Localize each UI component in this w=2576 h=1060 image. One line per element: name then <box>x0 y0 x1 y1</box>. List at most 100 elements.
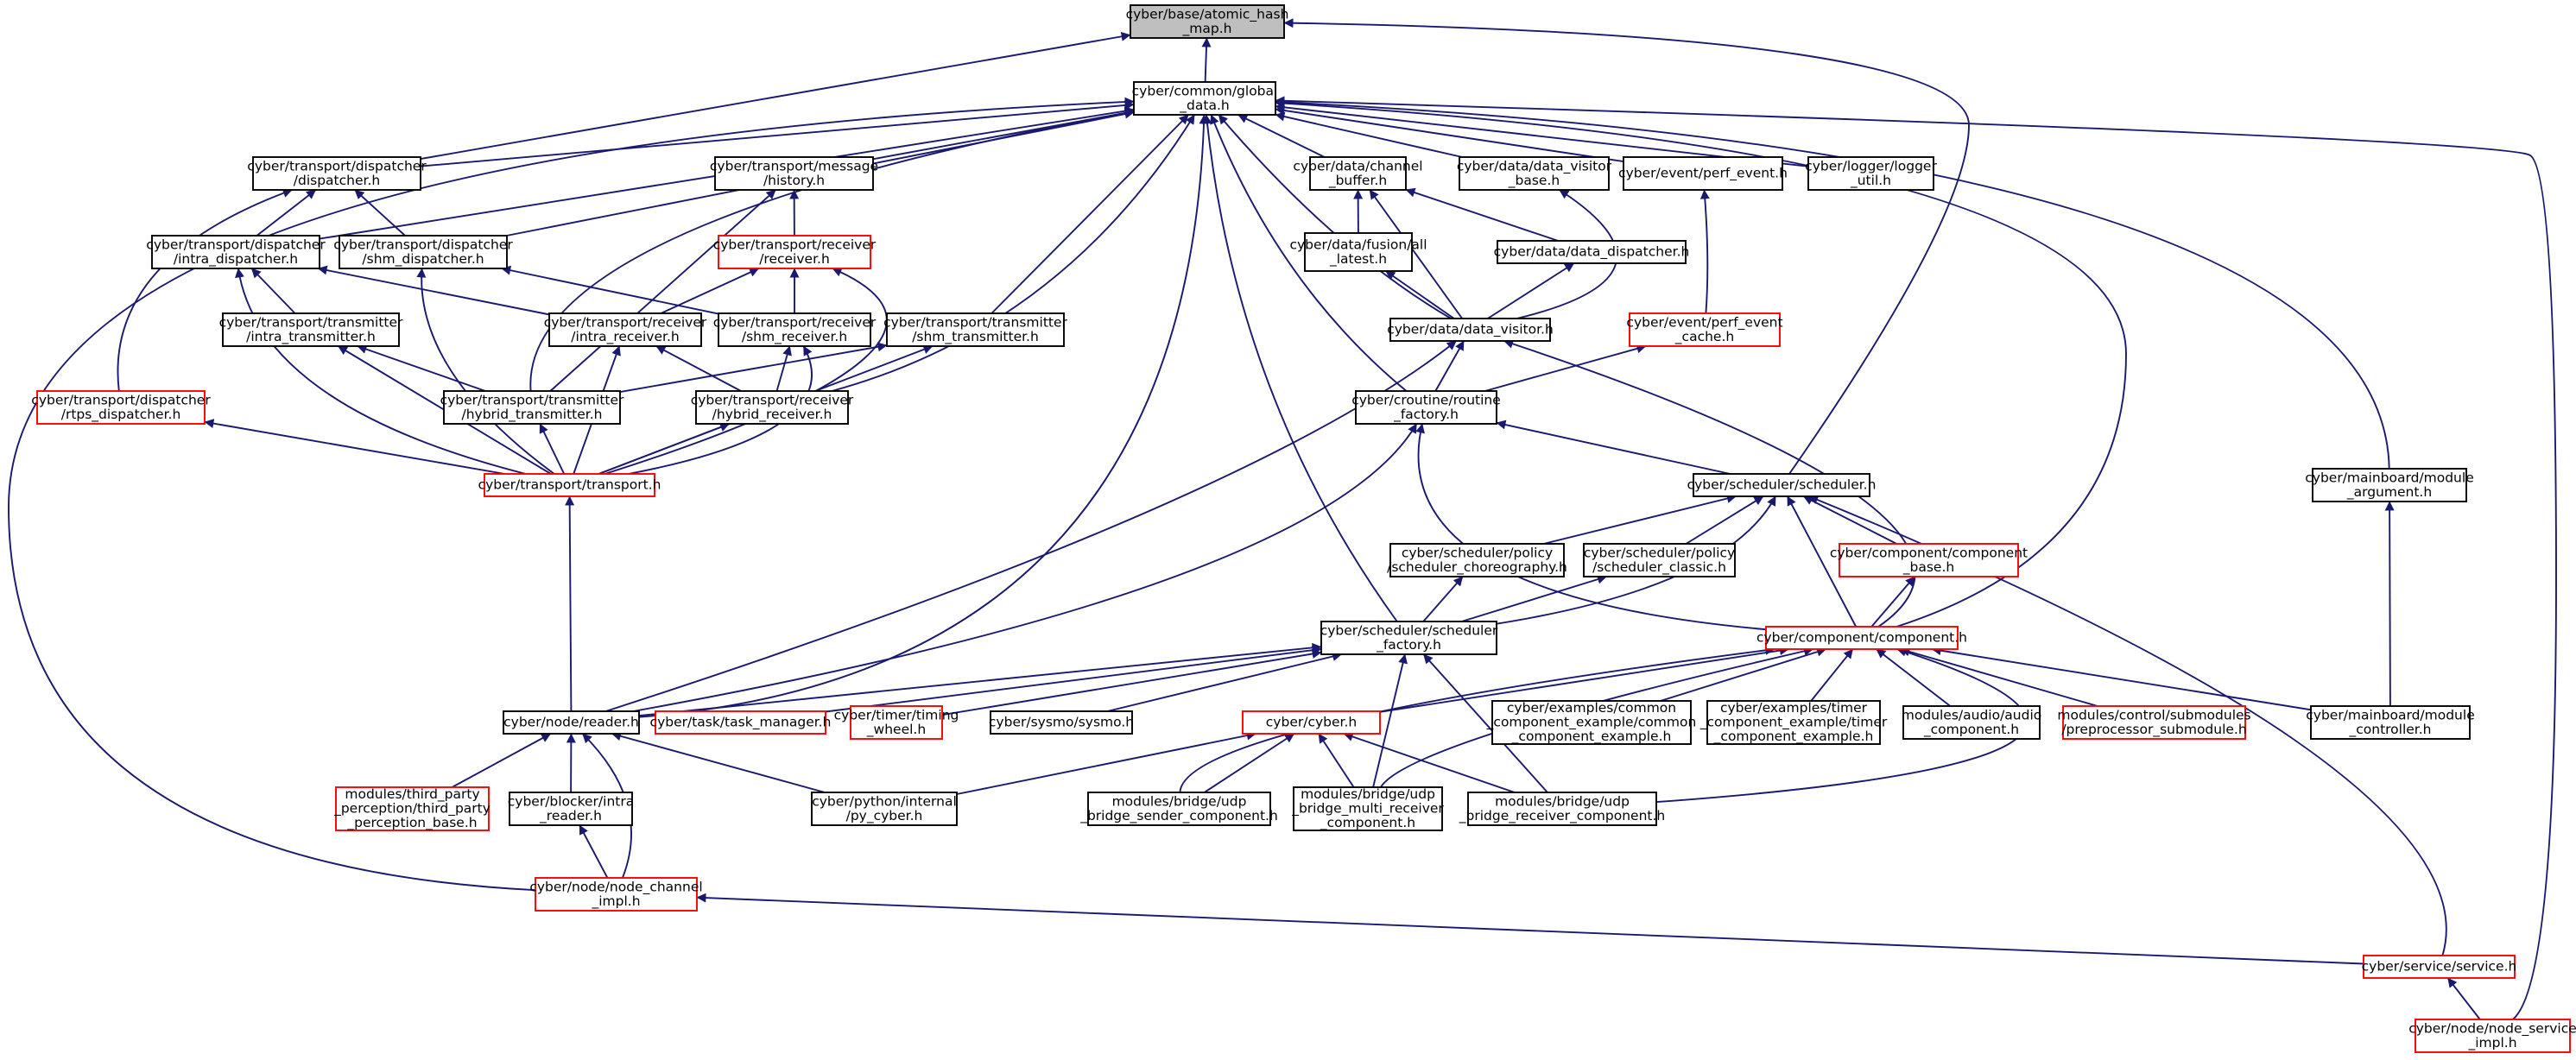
node-udp-bridge-receiver[interactable]: modules/bridge/udp_bridge_receiver_compo… <box>1459 792 1665 826</box>
node-shm-dispatcher[interactable]: cyber/transport/dispatcher/shm_dispatche… <box>333 235 513 269</box>
node-box[interactable] <box>1459 156 1610 191</box>
node-box[interactable] <box>151 235 320 269</box>
node-box[interactable] <box>850 705 943 740</box>
node-task-manager[interactable]: cyber/task/task_manager.h <box>650 710 832 735</box>
node-timer-component-example[interactable]: cyber/examples/timer_component_example/t… <box>1699 700 1888 745</box>
node-reader[interactable]: cyber/node/reader.h <box>503 710 640 735</box>
node-box[interactable] <box>509 792 633 826</box>
node-node-channel-impl[interactable]: cyber/node/node_channel_impl.h <box>529 877 703 912</box>
node-box[interactable] <box>1087 792 1271 826</box>
node-box[interactable] <box>1355 390 1497 425</box>
node-hybrid-transmitter[interactable]: cyber/transport/transmitter/hybrid_trans… <box>440 390 624 425</box>
node-py-cyber[interactable]: cyber/python/internal/py_cyber.h <box>811 792 958 826</box>
node-perf-event-cache[interactable]: cyber/event/perf_event_cache.h <box>1626 312 1783 347</box>
node-module-argument[interactable]: cyber/mainboard/module_argument.h <box>2305 468 2474 502</box>
node-box[interactable] <box>335 786 490 831</box>
node-scheduler[interactable]: cyber/scheduler/scheduler.h <box>1687 473 1877 497</box>
node-transport[interactable]: cyber/transport/transport.h <box>478 473 661 497</box>
node-box[interactable] <box>2062 705 2246 740</box>
node-shm-receiver[interactable]: cyber/transport/receiver/shm_receiver.h <box>713 312 877 347</box>
node-box[interactable] <box>1629 312 1781 347</box>
node-box[interactable] <box>2363 955 2516 979</box>
node-data-visitor-base[interactable]: cyber/data/data_visitor_base.h <box>1457 156 1612 191</box>
node-box[interactable] <box>1130 4 1285 39</box>
node-common-component-example[interactable]: cyber/examples/common_component_example/… <box>1486 700 1697 745</box>
node-dispatcher[interactable]: cyber/transport/dispatcher/dispatcher.h <box>247 156 427 191</box>
node-box[interactable] <box>1304 232 1413 272</box>
node-box[interactable] <box>503 710 640 735</box>
node-third-party-perception[interactable]: modules/third_party_perception/third_par… <box>333 786 491 831</box>
node-cyber-h[interactable]: cyber/cyber.h <box>1242 710 1381 735</box>
node-perf-event[interactable]: cyber/event/perf_event.h <box>1618 156 1788 191</box>
node-box[interactable] <box>811 792 958 826</box>
node-intra-receiver[interactable]: cyber/transport/receiver/intra_receiver.… <box>544 312 707 347</box>
node-box[interactable] <box>714 156 874 191</box>
node-box[interactable] <box>695 390 849 425</box>
node-atomic-hash-map[interactable]: cyber/base/atomic_hash_map.h <box>1126 4 1289 39</box>
node-box[interactable] <box>1693 473 1870 497</box>
node-box[interactable] <box>1320 621 1497 655</box>
node-routine-factory[interactable]: cyber/croutine/routine_factory.h <box>1351 390 1501 425</box>
node-logger-util[interactable]: cyber/logger/logger_util.h <box>1805 156 1937 191</box>
node-rtps-dispatcher[interactable]: cyber/transport/dispatcher/rtps_dispatch… <box>31 390 211 425</box>
node-box[interactable] <box>2310 705 2471 740</box>
node-component-base[interactable]: cyber/component/component_base.h <box>1830 543 2028 577</box>
node-timing-wheel[interactable]: cyber/timer/timing_wheel.h <box>834 705 959 740</box>
node-message-history[interactable]: cyber/transport/message/history.h <box>710 156 878 191</box>
node-module-controller[interactable]: cyber/mainboard/module_controller.h <box>2306 705 2475 740</box>
node-box[interactable] <box>1839 543 2019 577</box>
node-preprocessor-submodule[interactable]: modules/control/submodules/preprocessor_… <box>2057 705 2251 740</box>
node-component[interactable]: cyber/component/component.h <box>1756 626 1967 650</box>
node-box[interactable] <box>1765 626 1959 650</box>
node-box[interactable] <box>1497 240 1687 264</box>
node-all-latest[interactable]: cyber/data/fusion/all_latest.h <box>1289 232 1427 272</box>
node-box[interactable] <box>718 312 871 347</box>
node-box[interactable] <box>1293 786 1443 831</box>
node-box[interactable] <box>1467 792 1657 826</box>
node-box[interactable] <box>443 390 621 425</box>
node-box[interactable] <box>1389 543 1565 577</box>
node-box[interactable] <box>2415 1019 2571 1053</box>
node-box[interactable] <box>1491 700 1692 745</box>
node-box[interactable] <box>1583 543 1736 577</box>
node-hybrid-receiver[interactable]: cyber/transport/receiver/hybrid_receiver… <box>691 390 854 425</box>
node-sysmo[interactable]: cyber/sysmo/sysmo.h <box>989 710 1134 735</box>
node-service[interactable]: cyber/service/service.h <box>2362 955 2517 979</box>
node-intra-transmitter[interactable]: cyber/transport/transmitter/intra_transm… <box>219 312 403 347</box>
node-box[interactable] <box>886 312 1065 347</box>
node-box[interactable] <box>1309 156 1407 191</box>
node-data-visitor[interactable]: cyber/data/data_visitor.h <box>1387 318 1554 342</box>
node-scheduler-choreography[interactable]: cyber/scheduler/policy/scheduler_choreog… <box>1387 543 1567 577</box>
node-box[interactable] <box>1242 710 1381 735</box>
node-receiver[interactable]: cyber/transport/receiver/receiver.h <box>713 235 877 269</box>
node-box[interactable] <box>655 710 826 735</box>
node-node-service-impl[interactable]: cyber/node/node_service_impl.h <box>2408 1019 2576 1053</box>
node-scheduler-classic[interactable]: cyber/scheduler/policy/scheduler_classic… <box>1583 543 1736 577</box>
node-data-dispatcher[interactable]: cyber/data/data_dispatcher.h <box>1494 240 1690 264</box>
node-box[interactable] <box>252 156 421 191</box>
node-channel-buffer[interactable]: cyber/data/channel_buffer.h <box>1293 156 1423 191</box>
node-box[interactable] <box>990 710 1133 735</box>
node-box[interactable] <box>1133 81 1276 116</box>
node-box[interactable] <box>1807 156 1934 191</box>
node-box[interactable] <box>548 312 702 347</box>
node-audio-component[interactable]: modules/audio/audio_component.h <box>1902 705 2042 740</box>
node-global-data[interactable]: cyber/common/global_data.h <box>1132 81 1278 116</box>
node-box[interactable] <box>1706 700 1881 745</box>
node-udp-bridge-sender[interactable]: modules/bridge/udp_bridge_sender_compone… <box>1079 792 1278 826</box>
node-intra-reader[interactable]: cyber/blocker/intra_reader.h <box>508 792 634 826</box>
node-intra-dispatcher[interactable]: cyber/transport/dispatcher/intra_dispatc… <box>146 235 326 269</box>
node-box[interactable] <box>484 473 655 497</box>
node-scheduler-factory[interactable]: cyber/scheduler/scheduler_factory.h <box>1320 621 1498 655</box>
node-box[interactable] <box>2312 468 2467 502</box>
node-udp-bridge-multi-receiver[interactable]: modules/bridge/udp_bridge_multi_receiver… <box>1291 786 1444 831</box>
node-box[interactable] <box>1623 156 1783 191</box>
node-box[interactable] <box>1389 318 1551 342</box>
node-box[interactable] <box>1902 705 2041 740</box>
node-box[interactable] <box>535 877 698 912</box>
node-shm-transmitter[interactable]: cyber/transport/transmitter/shm_transmit… <box>883 312 1068 347</box>
node-box[interactable] <box>36 390 206 425</box>
node-box[interactable] <box>339 235 508 269</box>
node-box[interactable] <box>718 235 871 269</box>
node-box[interactable] <box>222 312 400 347</box>
